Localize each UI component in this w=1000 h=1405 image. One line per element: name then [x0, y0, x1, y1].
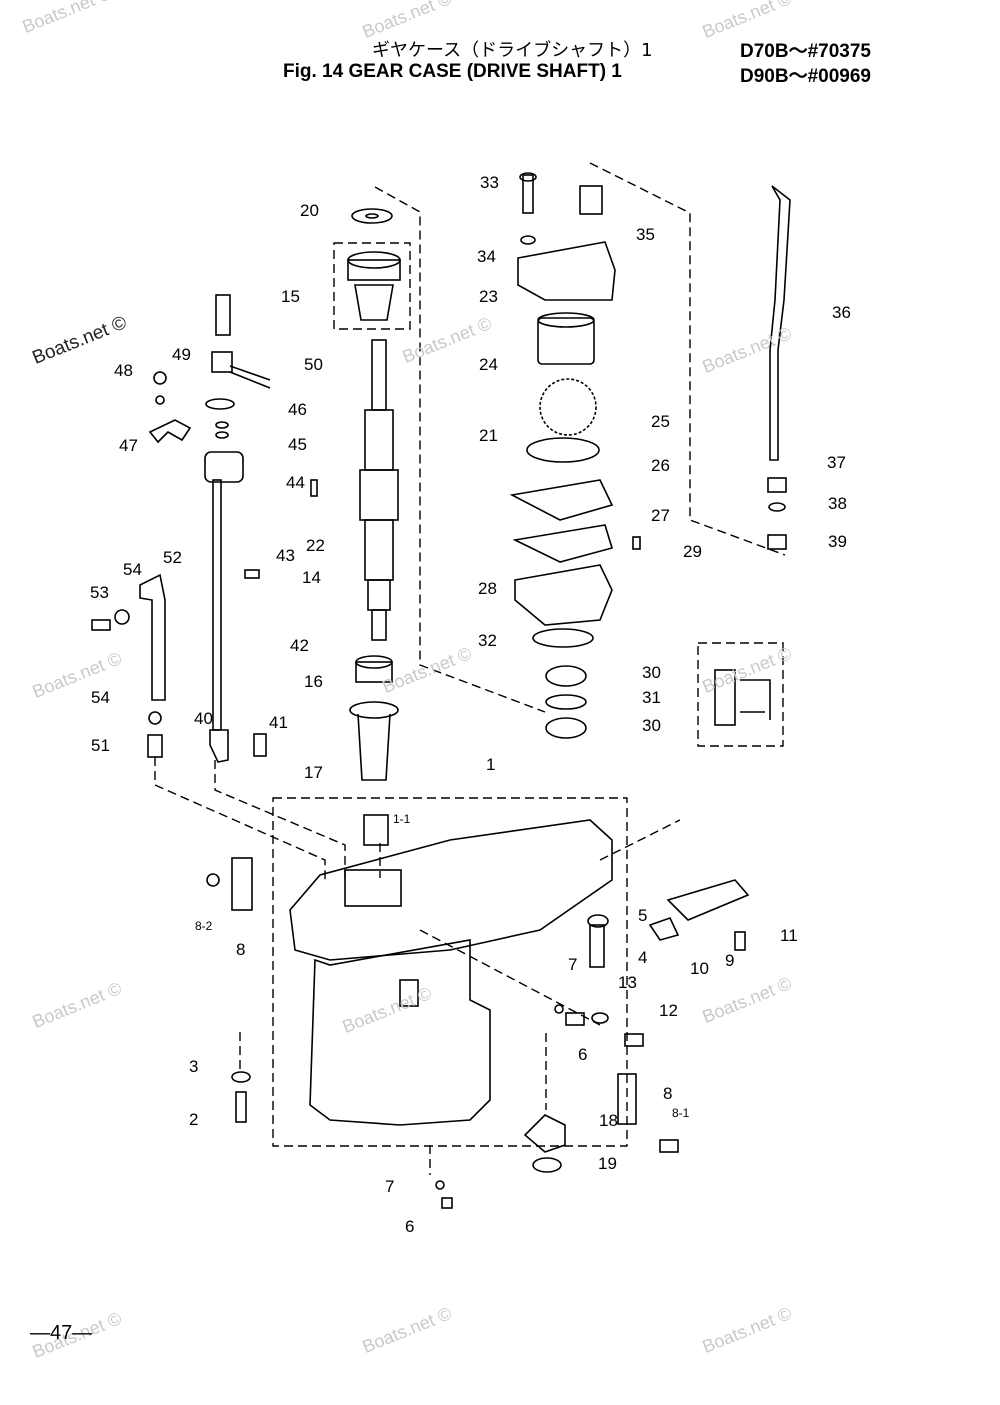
- callout-12: 12: [659, 1001, 678, 1020]
- callout-37: 37: [827, 453, 846, 472]
- dashed-boundaries: [154, 162, 786, 1175]
- callout-50: 50: [304, 355, 323, 374]
- callout-8: 8: [663, 1084, 672, 1103]
- bushing-part-1-1: [363, 814, 389, 846]
- callout-36: 36: [832, 303, 851, 322]
- gear-case-housing: [206, 819, 750, 1209]
- callout-18: 18: [599, 1111, 618, 1130]
- callout-54: 54: [91, 688, 110, 707]
- callout-34: 34: [477, 247, 496, 266]
- callout-39: 39: [828, 532, 847, 551]
- callout-26: 26: [651, 456, 670, 475]
- callout-4: 4: [638, 948, 647, 967]
- callout-38: 38: [828, 494, 847, 513]
- shift-rod-assembly: [91, 294, 318, 763]
- callout-52: 52: [163, 548, 182, 567]
- callout-45: 45: [288, 435, 307, 454]
- page-number: —47—: [30, 1322, 93, 1344]
- callout-29: 29: [683, 542, 702, 561]
- callout-30: 30: [642, 663, 661, 682]
- figure-title-japanese: ギヤケース（ドライブシャフト）1: [372, 40, 653, 61]
- callout-47: 47: [119, 436, 138, 455]
- callout-2: 2: [189, 1110, 198, 1129]
- callout-20: 20: [300, 201, 319, 220]
- sleeve-part-17: [349, 701, 399, 781]
- callout-32: 32: [478, 631, 497, 650]
- callout-43: 43: [276, 546, 295, 565]
- callout-6: 6: [405, 1217, 414, 1236]
- figure-title: Fig. 14 GEAR CASE (DRIVE SHAFT) 1: [283, 61, 622, 82]
- callout-41: 41: [269, 713, 288, 732]
- callout-1: 1: [486, 755, 495, 774]
- callout-31: 31: [642, 688, 661, 707]
- water-tube-part-36: [767, 185, 791, 550]
- callout-8: 8: [236, 940, 245, 959]
- water-pump-assembly: [509, 172, 641, 739]
- callout-28: 28: [478, 579, 497, 598]
- callout-23: 23: [479, 287, 498, 306]
- callout-25: 25: [651, 412, 670, 431]
- callout-40: 40: [194, 709, 213, 728]
- callout-17: 17: [304, 763, 323, 782]
- callout-22: 22: [306, 536, 325, 555]
- callout-15: 15: [281, 287, 300, 306]
- callout-42: 42: [290, 636, 309, 655]
- callout-14: 14: [302, 568, 321, 587]
- callout-6: 6: [578, 1045, 587, 1064]
- callout-54: 54: [123, 560, 142, 579]
- callout-53: 53: [90, 583, 109, 602]
- collar-part-16: [355, 655, 393, 683]
- detail-view: [714, 669, 771, 726]
- callout-1-1: 1-1: [393, 812, 411, 826]
- callout-44: 44: [286, 473, 305, 492]
- callout-10: 10: [690, 959, 709, 978]
- callout-8-1: 8-1: [672, 1106, 690, 1120]
- callouts: 3335342320153624495048462521454737264438…: [90, 173, 851, 1236]
- callout-35: 35: [636, 225, 655, 244]
- model-range-d70b: D70B～#70375: [740, 41, 871, 62]
- callout-13: 13: [618, 973, 637, 992]
- callout-3: 3: [189, 1057, 198, 1076]
- callout-51: 51: [91, 736, 110, 755]
- callout-7: 7: [385, 1177, 394, 1196]
- drive-shaft-part-14: [359, 339, 399, 641]
- model-range-d90b: D90B～#00969: [740, 66, 871, 87]
- callout-24: 24: [479, 355, 498, 374]
- callout-7: 7: [568, 955, 577, 974]
- callout-11: 11: [780, 926, 798, 945]
- callout-30: 30: [642, 716, 661, 735]
- callout-46: 46: [288, 400, 307, 419]
- callout-27: 27: [651, 506, 670, 525]
- callout-48: 48: [114, 361, 133, 380]
- callout-21: 21: [479, 426, 498, 445]
- bearing-part-15: [347, 251, 401, 321]
- callout-49: 49: [172, 345, 191, 364]
- washer-part-20: [351, 208, 393, 224]
- callout-16: 16: [304, 672, 323, 691]
- callout-33: 33: [480, 173, 499, 192]
- callout-5: 5: [638, 906, 647, 925]
- callout-9: 9: [725, 951, 734, 970]
- callout-19: 19: [598, 1154, 617, 1173]
- callout-8-2: 8-2: [195, 919, 213, 933]
